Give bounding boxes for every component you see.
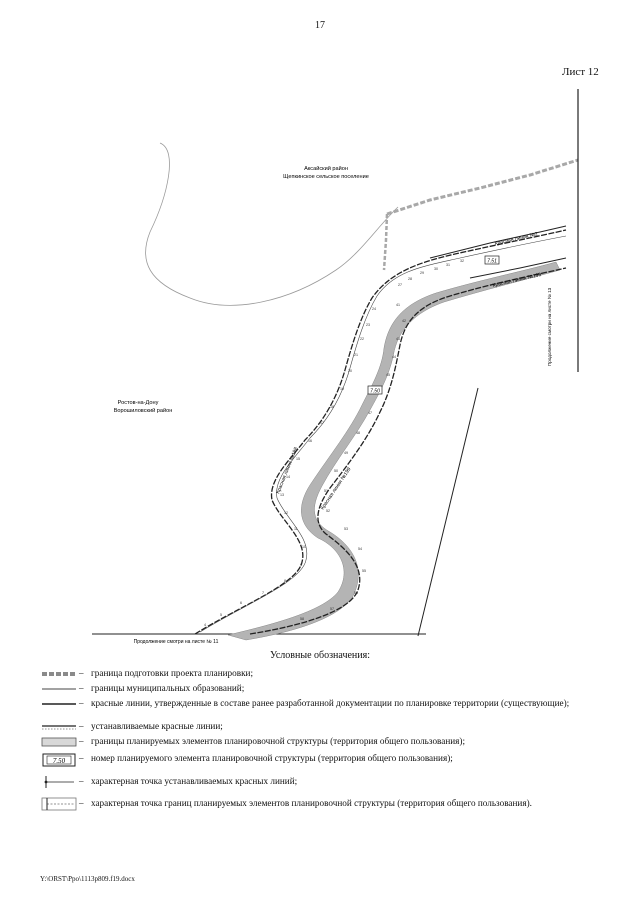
svg-text:24: 24 <box>372 307 376 311</box>
svg-text:49: 49 <box>344 451 348 455</box>
planning-boundary-vertical <box>382 213 389 271</box>
point-numbers: 27 28 29 30 31 32 24 23 22 21 20 19 18 17 16 15 14 1… <box>204 259 464 627</box>
existing-red-line-symbol <box>42 703 76 705</box>
svg-text:50: 50 <box>334 469 338 473</box>
svg-text:22: 22 <box>360 337 364 341</box>
label-rostov: Ростов-на-Дону <box>118 400 159 406</box>
label-aksay-district: Аксайский район <box>304 165 348 172</box>
page-number: 17 <box>315 20 325 31</box>
planning-boundary-top <box>386 158 579 216</box>
svg-text:14: 14 <box>286 475 290 479</box>
svg-text:5: 5 <box>220 613 222 617</box>
footer-path: Y:\ORST\Ppo\1113p809.f19.docx <box>40 875 135 883</box>
legend-item-red-line-point: – характерная точка устанавливаемых крас… <box>40 774 600 796</box>
svg-text:9: 9 <box>300 563 302 567</box>
red-line-left-bank <box>194 229 567 635</box>
element-number-symbol: 7.50 <box>42 753 76 767</box>
svg-text:53: 53 <box>344 527 348 531</box>
element-number-box-a <box>367 385 383 395</box>
svg-text:19: 19 <box>340 387 344 391</box>
label-continuation-13: Продолжение смотри на листе № 13 <box>547 287 552 366</box>
legend-text: красные линии, утвержденные в составе ра… <box>91 698 570 708</box>
svg-text:52: 52 <box>326 509 330 513</box>
legend-item-planning-boundary: – граница подготовки проекта планировки; <box>40 668 600 683</box>
svg-text:10: 10 <box>302 545 306 549</box>
svg-text:29: 29 <box>420 271 424 275</box>
sheet-label: Лист 12 <box>562 66 599 78</box>
svg-text:47: 47 <box>368 411 372 415</box>
svg-text:21: 21 <box>354 353 358 357</box>
legend-text: границы муниципальных образований; <box>91 683 245 693</box>
legend: – граница подготовки проекта планировки;… <box>40 668 600 820</box>
existing-red-line-199 <box>469 257 567 279</box>
element-number-symbol-text: 7.50 <box>53 757 66 765</box>
planning-map: 27 28 29 30 31 32 24 23 22 21 20 19 18 17 16 15 14 1… <box>92 89 579 645</box>
municipal-boundary-symbol <box>42 688 76 690</box>
svg-text:15: 15 <box>296 457 300 461</box>
label-red-line-2: Красная линия №2 <box>494 231 539 247</box>
new-red-line-symbol <box>42 725 76 730</box>
legend-item-new-red-line: – устанавливаемые красные линии; <box>40 721 600 736</box>
svg-text:42: 42 <box>402 319 406 323</box>
svg-text:12: 12 <box>284 511 288 515</box>
svg-text:23: 23 <box>366 323 370 327</box>
svg-text:54: 54 <box>358 547 362 551</box>
municipal-boundary-line <box>145 142 399 306</box>
element-number-b: 7.51 <box>487 259 497 265</box>
label-shchepkinskoe: Щепкинское сельское поселение <box>283 174 369 180</box>
svg-text:17: 17 <box>320 421 324 425</box>
svg-text:28: 28 <box>408 277 412 281</box>
element-number-a: 7.50 <box>370 389 380 395</box>
svg-text:20: 20 <box>348 369 352 373</box>
svg-text:7: 7 <box>262 591 264 595</box>
legend-item-element-number: 7.50 – номер планируемого элемента плани… <box>40 753 600 774</box>
svg-text:51: 51 <box>324 489 328 493</box>
svg-text:18: 18 <box>330 405 334 409</box>
legend-text: граница подготовки проекта планировки; <box>91 668 254 678</box>
svg-text:45: 45 <box>386 373 390 377</box>
label-continuation-11: Продолжение смотри на листе № 11 <box>134 639 219 645</box>
red-line-right-bank <box>249 267 567 635</box>
diagonal-line <box>417 387 479 637</box>
svg-text:44: 44 <box>392 355 396 359</box>
svg-text:4: 4 <box>204 623 206 627</box>
svg-text:55: 55 <box>362 569 366 573</box>
svg-text:11: 11 <box>294 527 298 531</box>
svg-text:43: 43 <box>396 337 400 341</box>
svg-text:31: 31 <box>446 263 450 267</box>
public-area-band <box>227 261 561 641</box>
svg-text:48: 48 <box>356 431 360 435</box>
legend-item-existing-red-line: – красные линии, утвержденные в составе … <box>40 698 600 721</box>
svg-text:56: 56 <box>354 591 358 595</box>
element-number-box-b <box>484 255 500 265</box>
legend-text: характерная точка границ планируемых эле… <box>91 798 532 808</box>
legend-text: границы планируемых элементов планировоч… <box>91 736 466 746</box>
svg-text:6: 6 <box>240 601 242 605</box>
public-area-boundary-symbol <box>41 737 77 747</box>
svg-text:27: 27 <box>398 283 402 287</box>
svg-text:8: 8 <box>284 579 286 583</box>
legend-title: Условные обозначения: <box>269 650 370 661</box>
svg-text:32: 32 <box>460 259 464 263</box>
legend-item-boundary-point: – характерная точка границ планируемых э… <box>40 796 600 820</box>
legend-text: номер планируемого элемента планировочно… <box>91 753 453 763</box>
existing-red-line-2 <box>429 225 567 259</box>
svg-text:16: 16 <box>308 439 312 443</box>
planning-boundary-symbol <box>42 672 76 676</box>
label-voroshilovsky: Ворошиловский район <box>114 407 173 414</box>
red-line-point-symbol <box>44 776 74 788</box>
legend-text: устанавливаемые красные линии; <box>91 721 223 731</box>
svg-text:57: 57 <box>330 607 334 611</box>
svg-text:13: 13 <box>280 493 284 497</box>
svg-text:58: 58 <box>300 617 304 621</box>
label-red-line-198-left: Красная линия №198 <box>275 446 299 495</box>
svg-text:30: 30 <box>434 267 438 271</box>
legend-item-municipal-boundary: – границы муниципальных образований; <box>40 683 600 698</box>
boundary-point-symbol <box>41 797 77 811</box>
legend-text: характерная точка устанавливаемых красны… <box>91 776 298 786</box>
svg-text:41: 41 <box>396 303 400 307</box>
legend-item-public-area-boundary: – границы планируемых элементов планиров… <box>40 736 600 753</box>
